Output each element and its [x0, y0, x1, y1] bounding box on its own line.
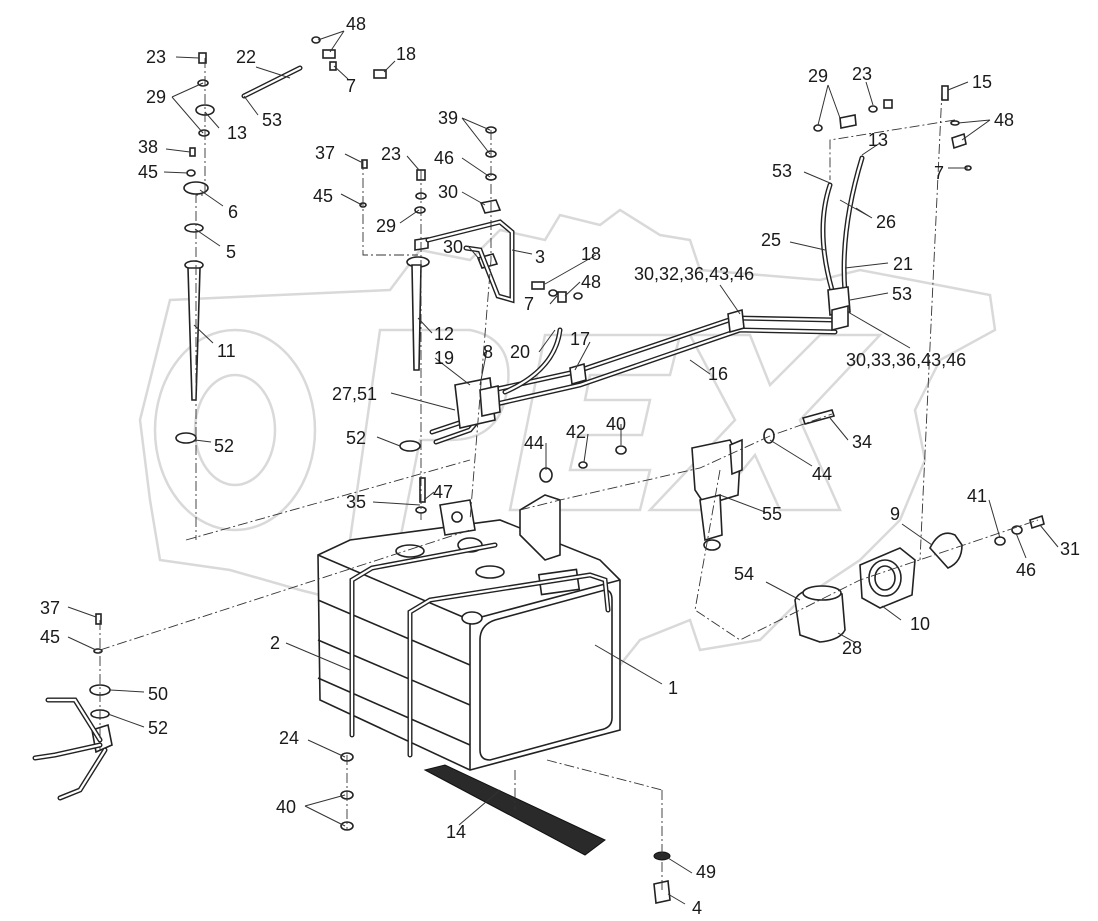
connector-block-27-51: [429, 377, 501, 445]
label-29: 29: [146, 87, 166, 107]
label-18: 18: [581, 244, 601, 264]
sender-assembly-left: [175, 52, 215, 444]
label-24: 24: [279, 728, 299, 748]
label-31: 31: [1060, 539, 1080, 559]
tank-straps: [349, 542, 611, 758]
label-1: 1: [668, 678, 678, 698]
label-7: 7: [346, 76, 356, 96]
label-9: 9: [890, 504, 900, 524]
label-14: 14: [446, 822, 466, 842]
fittings-center: [531, 281, 583, 303]
label-23: 23: [146, 47, 166, 67]
label-4: 4: [692, 898, 702, 918]
label-30-32-36-43-46: 30,32,36,43,46: [634, 264, 754, 284]
fuel-tank: [317, 519, 621, 771]
label-44: 44: [524, 433, 544, 453]
label-30: 30: [443, 237, 463, 257]
label-45: 45: [40, 627, 60, 647]
label-54: 54: [734, 564, 754, 584]
label-23: 23: [852, 64, 872, 84]
label-52: 52: [214, 436, 234, 456]
label-21: 21: [893, 254, 913, 274]
label-26: 26: [876, 212, 896, 232]
hoses-right: [813, 85, 972, 332]
label-25: 25: [761, 230, 781, 250]
label-48: 48: [346, 14, 366, 34]
label-8: 8: [483, 342, 493, 362]
label-19: 19: [434, 348, 454, 368]
label-22: 22: [236, 47, 256, 67]
label-40: 40: [606, 414, 626, 434]
label-48: 48: [581, 272, 601, 292]
label-55: 55: [762, 504, 782, 524]
tank-brackets: [439, 494, 561, 625]
bottom-hardware: [340, 752, 671, 904]
callout-labels: 23 22 48 18 7 29 13 53 38 45 6 5 11 52 3…: [40, 14, 1080, 918]
label-34: 34: [852, 432, 872, 452]
label-40: 40: [276, 797, 296, 817]
label-53: 53: [772, 161, 792, 181]
label-35: 35: [346, 492, 366, 512]
label-16: 16: [708, 364, 728, 384]
label-7: 7: [524, 294, 534, 314]
label-38: 38: [138, 137, 158, 157]
label-18: 18: [396, 44, 416, 64]
label-15: 15: [972, 72, 992, 92]
label-53: 53: [262, 110, 282, 130]
label-46: 46: [1016, 560, 1036, 580]
label-46: 46: [434, 148, 454, 168]
label-37: 37: [315, 143, 335, 163]
label-27-51: 27,51: [332, 384, 377, 404]
label-42: 42: [566, 422, 586, 442]
label-5: 5: [226, 242, 236, 262]
sender-assembly-center: [359, 159, 430, 514]
label-39: 39: [438, 108, 458, 128]
clamp-30: [476, 126, 502, 269]
label-30-33-36-43-46: 30,33,36,43,46: [846, 350, 966, 370]
label-23: 23: [381, 144, 401, 164]
label-29: 29: [376, 216, 396, 236]
hose-22: [241, 36, 387, 99]
label-52: 52: [148, 718, 168, 738]
label-17: 17: [570, 329, 590, 349]
label-10: 10: [910, 614, 930, 634]
label-50: 50: [148, 684, 168, 704]
bolt-34: [539, 409, 836, 483]
float-sender-left: [32, 613, 113, 801]
label-2: 2: [270, 633, 280, 653]
label-30: 30: [438, 182, 458, 202]
axis-lines: [99, 58, 1039, 890]
label-3: 3: [535, 247, 545, 267]
label-49: 49: [696, 862, 716, 882]
label-13: 13: [868, 130, 888, 150]
label-45: 45: [138, 162, 158, 182]
label-45: 45: [313, 186, 333, 206]
label-48: 48: [994, 110, 1014, 130]
label-28: 28: [842, 638, 862, 658]
label-53: 53: [892, 284, 912, 304]
label-7: 7: [934, 163, 944, 183]
label-6: 6: [228, 202, 238, 222]
pipe-3: [425, 219, 515, 304]
label-44: 44: [812, 464, 832, 484]
fuel-lines: [467, 308, 838, 413]
label-52: 52: [346, 428, 366, 448]
label-12: 12: [434, 324, 454, 344]
label-11: 11: [217, 341, 236, 361]
label-29: 29: [808, 66, 828, 86]
label-13: 13: [227, 123, 247, 143]
label-47: 47: [433, 482, 453, 502]
label-41: 41: [967, 486, 987, 506]
leader-lines: [67, 30, 1059, 905]
label-20: 20: [510, 342, 530, 362]
fuel-filter-55: [691, 438, 743, 551]
label-37: 37: [40, 598, 60, 618]
